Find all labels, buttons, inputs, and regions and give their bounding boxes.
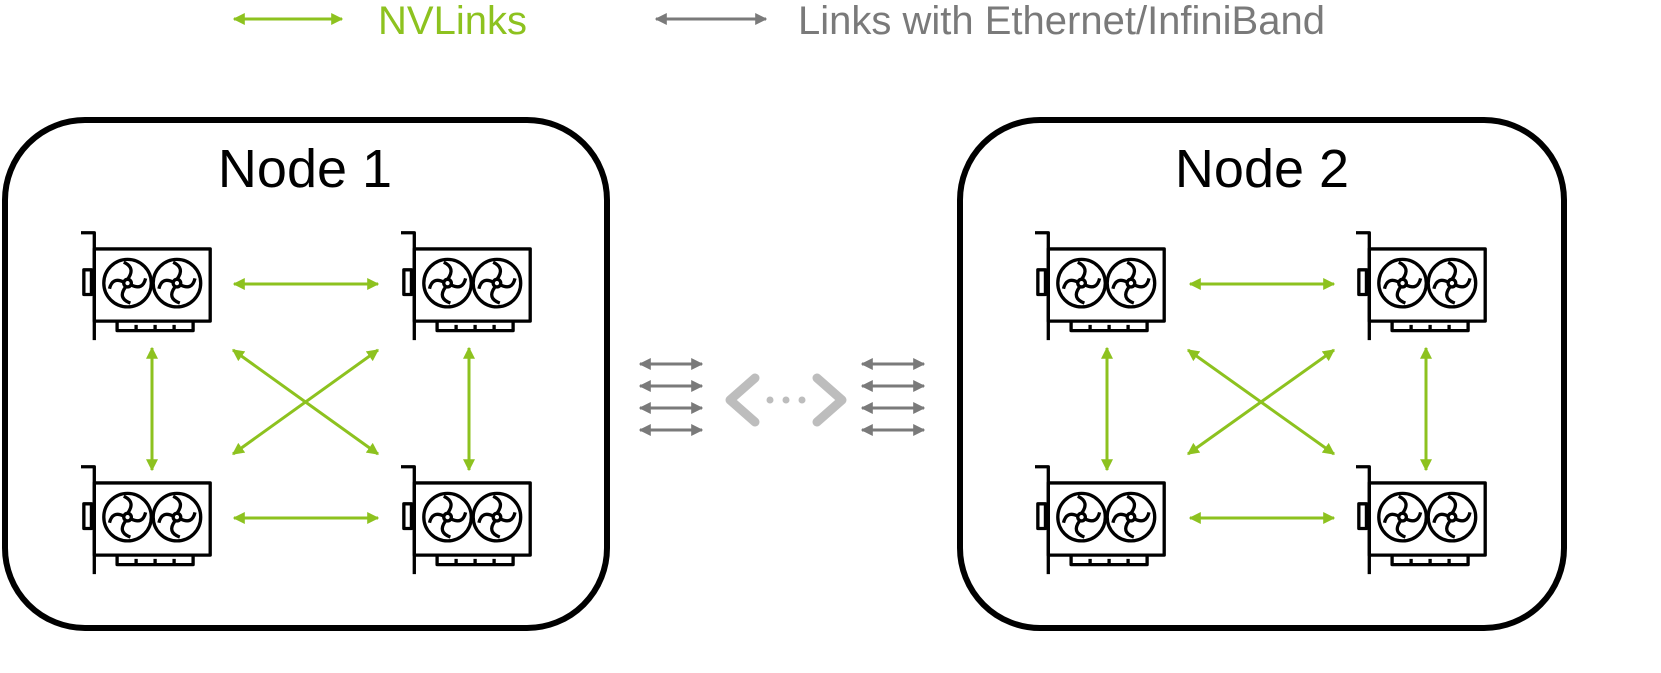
node-2-title: Node 2	[1175, 139, 1349, 199]
interconnect	[638, 358, 926, 436]
gpu-card-icon	[1354, 464, 1488, 577]
node-1: Node 1	[2, 117, 610, 631]
gpu-card-icon	[79, 464, 213, 577]
chevrons-ellipsis-icon	[725, 373, 847, 427]
left-ethernet-links	[638, 358, 704, 436]
node-2-nvlinks	[1101, 278, 1432, 524]
node-2: Node 2	[957, 117, 1567, 631]
gpu-card-icon	[399, 464, 533, 577]
node-1-border	[2, 117, 610, 631]
node-1-nvlinks	[146, 278, 475, 524]
nvlink-arrow	[232, 348, 379, 456]
ethernet-legend-label: Links with Ethernet/InfiniBand	[798, 0, 1325, 43]
gpu-card-icon	[399, 230, 533, 343]
nvlink-legend-label: NVLinks	[378, 0, 527, 43]
gpu-card-icon	[1354, 230, 1488, 343]
gpu-card-icon	[79, 230, 213, 343]
right-ethernet-links	[860, 358, 926, 436]
legend: NVLinks Links with Ethernet/InfiniBand	[232, 0, 1325, 43]
node-1-title: Node 1	[218, 139, 392, 199]
nvlink-arrow	[1187, 348, 1335, 456]
node-2-border	[957, 117, 1567, 631]
gpu-card-icon	[1033, 464, 1167, 577]
gpu-card-icon	[1033, 230, 1167, 343]
